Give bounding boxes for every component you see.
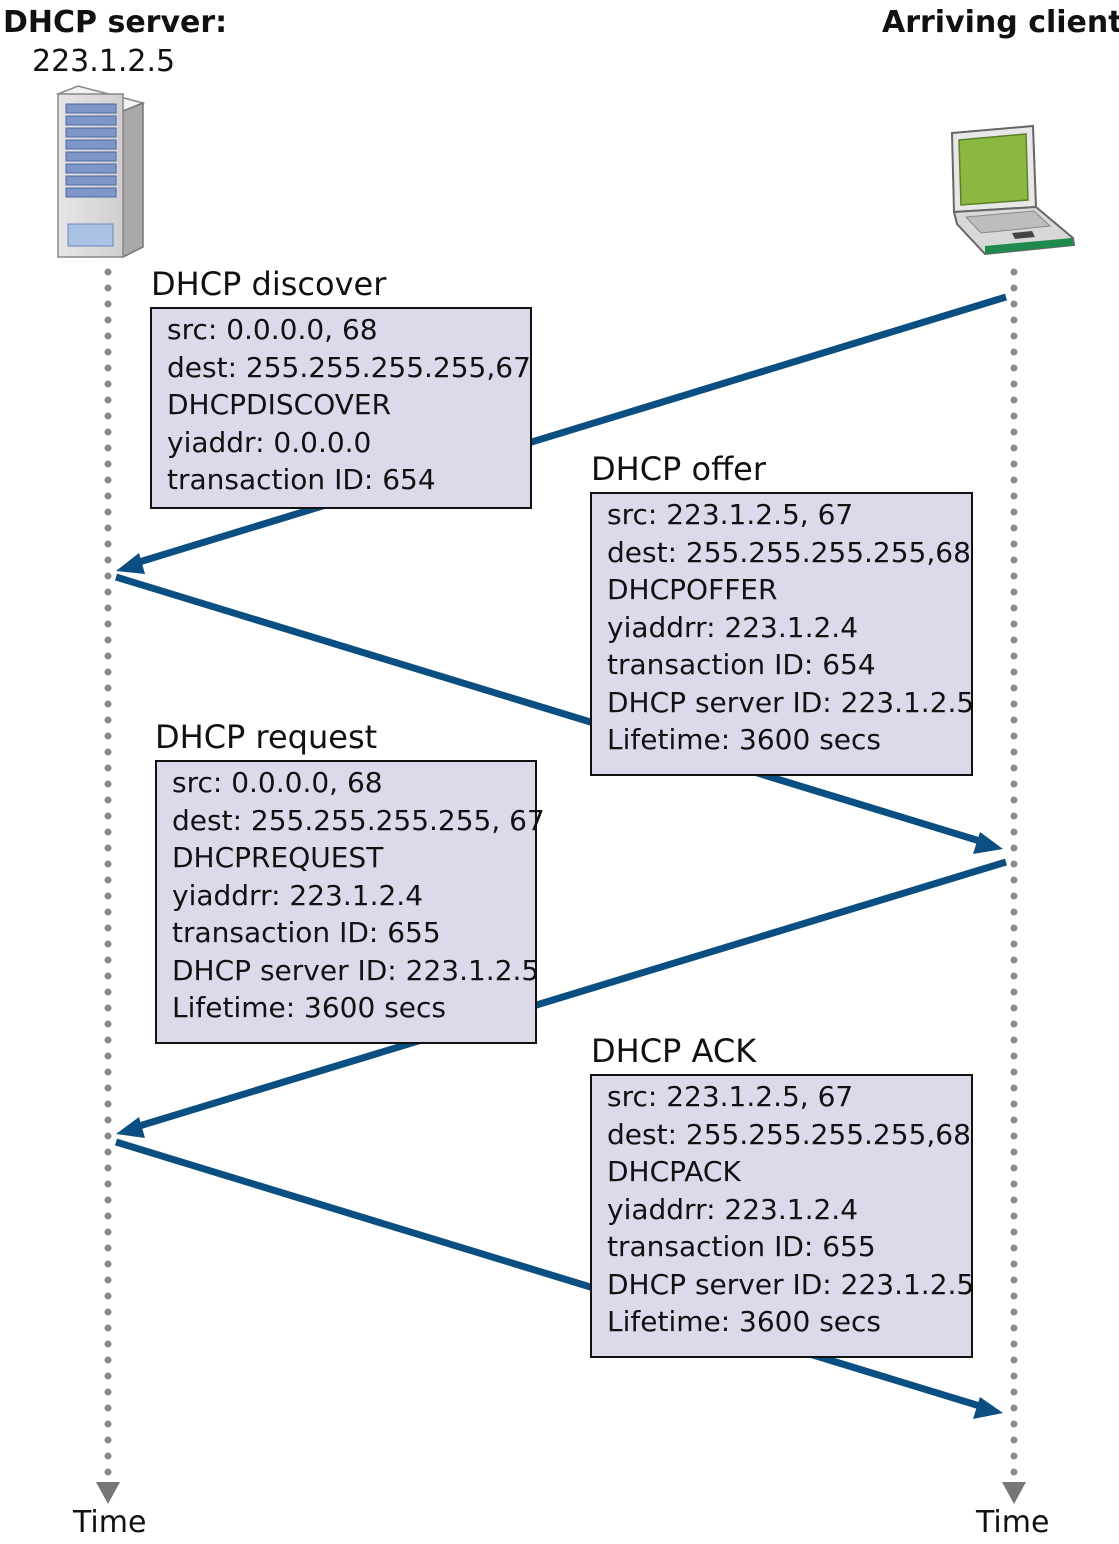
ack-server-id: DHCP server ID: 223.1.2.5 (607, 1267, 975, 1301)
ack-lifetime: Lifetime: 3600 secs (607, 1305, 882, 1338)
offer-message-box: src: 223.1.2.5, 67 dest: 255.255.255.255… (590, 492, 975, 776)
server-title: DHCP server: (3, 5, 228, 40)
ack-type: DHCPACK (607, 1155, 741, 1188)
ack-arrow (114, 1138, 1003, 1419)
server-ip: 223.1.2.5 (32, 44, 176, 79)
offer-arrow (114, 573, 1003, 854)
request-message-box: src: 0.0.0.0, 68 dest: 255.255.255.255, … (155, 760, 545, 1044)
discover-yiaddr: yiaddr: 0.0.0.0 (167, 425, 372, 459)
server-time-label: Time (73, 1505, 147, 1540)
ack-transaction-id: transaction ID: 655 (607, 1230, 876, 1263)
offer-lifetime: Lifetime: 3600 secs (607, 723, 882, 756)
offer-type: DHCPOFFER (607, 573, 778, 606)
request-arrow (116, 858, 1008, 1138)
discover-title: DHCP discover (151, 265, 387, 303)
discover-type: DHCPDISCOVER (167, 388, 392, 421)
message-arrows (114, 293, 1008, 1419)
discover-transaction-id: transaction ID: 654 (167, 463, 436, 496)
discover-dest: dest: 255.255.255.255,67 (167, 350, 531, 384)
client-title: Arriving client (882, 5, 1119, 40)
request-type: DHCPREQUEST (172, 841, 384, 874)
ack-title: DHCP ACK (591, 1032, 757, 1070)
request-src: src: 0.0.0.0, 68 (172, 766, 383, 799)
server-time-arrowhead (96, 1482, 120, 1504)
offer-src: src: 223.1.2.5, 67 (607, 498, 854, 531)
request-title: DHCP request (155, 718, 378, 756)
ack-src: src: 223.1.2.5, 67 (607, 1080, 854, 1113)
ack-yiaddr: yiaddrr: 223.1.2.4 (607, 1192, 859, 1226)
offer-transaction-id: transaction ID: 654 (607, 648, 876, 681)
client-time-arrowhead (1002, 1482, 1026, 1504)
discover-src: src: 0.0.0.0, 68 (167, 313, 378, 346)
offer-server-id: DHCP server ID: 223.1.2.5 (607, 685, 975, 719)
offer-title: DHCP offer (591, 450, 766, 488)
offer-yiaddr: yiaddrr: 223.1.2.4 (607, 610, 859, 644)
request-dest: dest: 255.255.255.255, 67 (172, 803, 545, 837)
server-tower-icon (55, 85, 146, 259)
client-time-label: Time (976, 1505, 1050, 1540)
request-lifetime: Lifetime: 3600 secs (172, 991, 447, 1024)
request-transaction-id: transaction ID: 655 (172, 916, 441, 949)
ack-dest: dest: 255.255.255.255,68 (607, 1117, 971, 1151)
ack-message-box: src: 223.1.2.5, 67 dest: 255.255.255.255… (590, 1074, 975, 1358)
offer-dest: dest: 255.255.255.255,68 (607, 535, 971, 569)
request-yiaddr: yiaddrr: 223.1.2.4 (172, 878, 424, 912)
discover-message-box: src: 0.0.0.0, 68 dest: 255.255.255.255,6… (150, 307, 532, 509)
discover-arrow (116, 293, 1008, 574)
laptop-icon (950, 124, 1076, 256)
request-server-id: DHCP server ID: 223.1.2.5 (172, 953, 540, 987)
